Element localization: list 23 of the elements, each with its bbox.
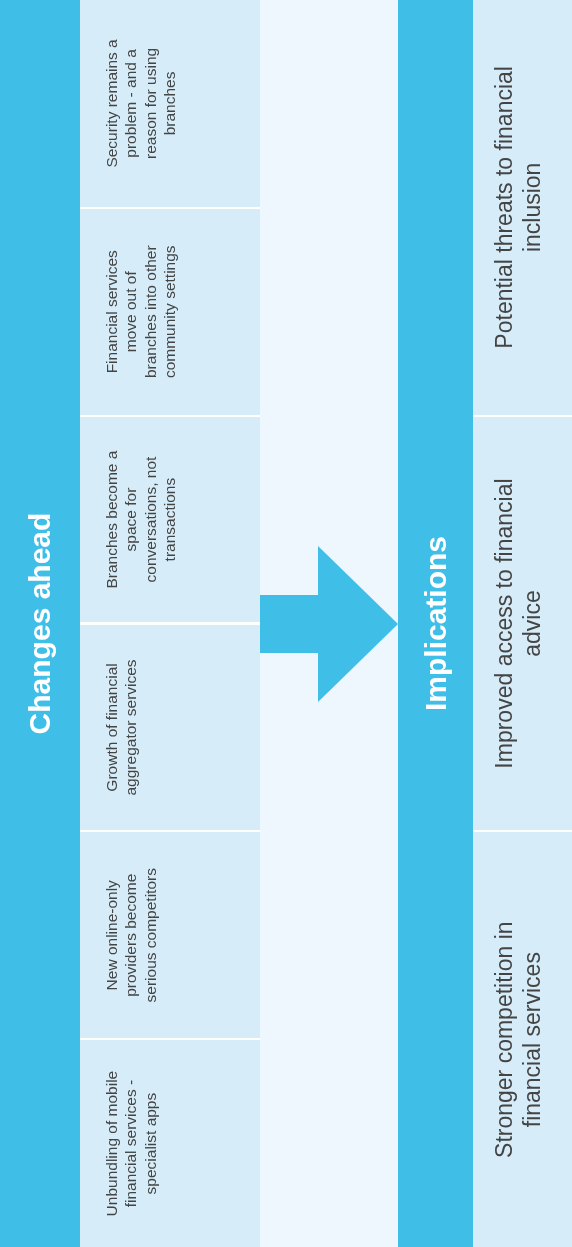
text-cell — [80, 0, 260, 207]
cell-text: New online-only providers become serious competitors — [102, 867, 160, 1005]
cell-text: Growth of financial aggregator services — [102, 658, 141, 798]
section-panel — [398, 0, 572, 1247]
text-cell — [80, 416, 260, 623]
cell-text: Improved access to financial advice — [491, 477, 546, 771]
arrow — [260, 546, 398, 702]
cell-text: Unbundling of mobile financial services - specialist apps — [102, 1070, 160, 1217]
cell-text: Potential threats to financial inclusion — [491, 65, 546, 351]
text-cell — [80, 1040, 260, 1247]
cell-text: Security remains a problem - and a reason for using branches — [102, 38, 180, 170]
text-cell — [473, 416, 572, 831]
section-panel — [0, 0, 260, 1247]
text-cell — [473, 832, 572, 1247]
cell-text: Stronger competition in financial services — [491, 920, 546, 1160]
text-cell — [80, 208, 260, 415]
section-heading: Implications — [418, 536, 453, 712]
text-cell — [473, 0, 572, 415]
section-heading: Changes ahead — [23, 512, 57, 735]
text-cell — [80, 624, 260, 831]
cell-text: Financial services move out of branches into other community settings — [102, 244, 180, 381]
cell-text: Branches become a space for conversations, not transactions — [102, 449, 180, 591]
text-cell — [80, 832, 260, 1039]
